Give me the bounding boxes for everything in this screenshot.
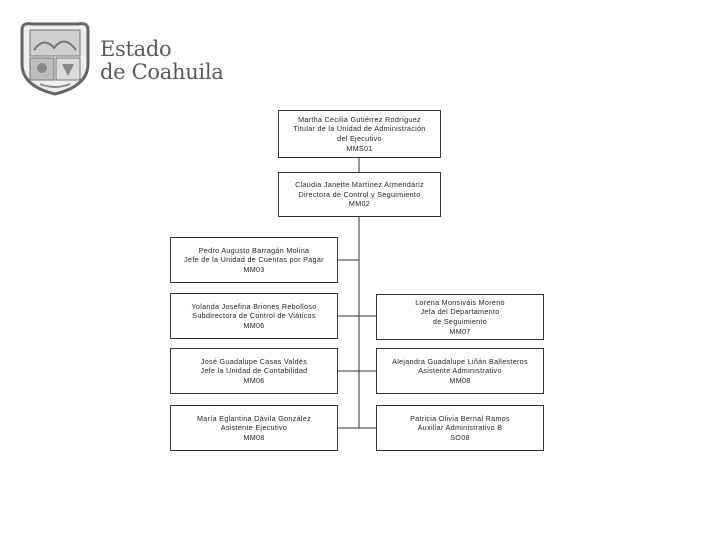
node-line: MM07 xyxy=(449,326,471,336)
node-line: MM02 xyxy=(348,199,371,209)
node-line: Yolanda Josefina Briones Rebolloso xyxy=(191,301,317,311)
brand-title: Estado de Coahuila xyxy=(100,37,224,84)
coahuila-coat-of-arms-icon xyxy=(20,22,90,96)
node-line: de Seguimiento xyxy=(432,317,488,326)
node-line: Jefe de la Unidad de Cuentas por Pagar xyxy=(184,255,324,265)
node-line: MM03 xyxy=(243,264,265,274)
node-line: Alejandra Guadalupe Liñán Ballesteros xyxy=(392,356,528,366)
node-line: del Ejecutivo xyxy=(337,134,382,143)
brand-line-1: Estado xyxy=(100,37,172,61)
node-line: SO08 xyxy=(450,432,470,442)
node-line: MM06 xyxy=(243,320,265,330)
node-line: Subdirectora de Control de Viáticos xyxy=(192,311,316,321)
node-line: Lorena Monsiváis Moreno xyxy=(415,297,505,307)
node-line: Directora de Control y Seguimiento xyxy=(298,189,421,199)
node-line: Claudia Janette Martínez Armendáriz xyxy=(295,180,424,190)
node-line: José Guadalupe Casas Valdés xyxy=(200,356,308,366)
node-line: Martha Cecilia Gutiérrez Rodríguez xyxy=(298,114,421,124)
node-line: Pedro Augusto Barragán Molina xyxy=(198,245,310,255)
node-line: Jefe la Unidad de Contabilidad xyxy=(200,366,308,376)
node-line: Asistente Administrativo xyxy=(418,366,502,376)
node-line: Jefa del Departamento xyxy=(420,307,500,317)
node-line: MM06 xyxy=(243,375,265,385)
node-line: Auxiliar Administrativo B xyxy=(417,423,503,433)
node-line: María Eglantina Dávila González xyxy=(197,413,311,423)
node-line: Patricia Olivia Bernal Ramos xyxy=(410,413,510,423)
node-line: Titular de la Unidad de Administración xyxy=(293,124,426,134)
node-line: MM08 xyxy=(449,375,471,385)
brand-line-2: de Coahuila xyxy=(100,60,224,84)
node-line: Asistente Ejecutivo xyxy=(220,423,288,433)
node-line: MMS01 xyxy=(346,143,373,153)
coahuila-logo: Estado de Coahuila xyxy=(18,20,224,100)
node-line: MM08 xyxy=(243,432,265,442)
